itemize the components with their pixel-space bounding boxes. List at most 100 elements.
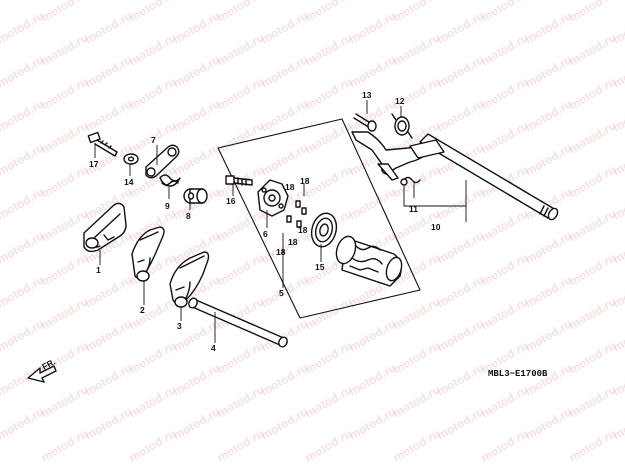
watermark-text: motod.ru (567, 426, 619, 464)
front-direction-arrow (27, 365, 57, 383)
watermark-text: motod.ru (347, 52, 399, 90)
watermark-text: motod.ru (0, 140, 47, 178)
watermark-text: motod.ru (435, 404, 487, 442)
callout-8: 8 (186, 211, 191, 221)
watermark-text: motod.ru (567, 338, 619, 376)
callout-9: 9 (165, 201, 170, 211)
watermark-text: motod.ru (0, 96, 47, 134)
watermark-text: motod.ru (39, 118, 91, 156)
watermark-text: motod.ru (83, 8, 135, 46)
watermark-text: motod.ru (391, 382, 443, 420)
watermark-text: motod.ru (215, 118, 267, 156)
watermark-text: motod.ru (215, 382, 267, 420)
watermark-text: motod.ru (567, 294, 619, 332)
watermark-text: motod.ru (39, 74, 91, 112)
watermark-text: motod.ru (523, 360, 575, 398)
watermark-text: motod.ru (391, 426, 443, 464)
watermark-text: motod.ru (83, 272, 135, 310)
watermark-text: motod.ru (0, 184, 47, 222)
watermark-text: motod.ru (435, 184, 487, 222)
watermark-text: motod.ru (611, 0, 625, 3)
part-1-shift-fork (83, 202, 127, 253)
watermark-text: motod.ru (435, 316, 487, 354)
callout-15: 15 (315, 262, 325, 272)
watermark-text: motod.ru (259, 140, 311, 178)
part-6-drum-center (257, 179, 289, 217)
watermark-text: motod.ru (523, 228, 575, 266)
watermark-text: motod.ru (479, 382, 531, 420)
watermark-text: motod.ru (0, 8, 47, 46)
watermark-text: motod.ru (479, 0, 531, 25)
part-10-shift-shaft (409, 133, 559, 221)
watermark-text: motod.ru (215, 0, 267, 25)
watermark-text: motod.ru (83, 52, 135, 90)
watermark-text: motod.ru (39, 206, 91, 244)
watermark-text: motod.ru (0, 228, 47, 266)
watermark-text: motod.ru (39, 382, 91, 420)
watermark-text: motod.ru (259, 0, 311, 3)
watermark-text: motod.ru (303, 426, 355, 464)
callout-13: 13 (362, 90, 372, 100)
watermark-text: motod.ru (259, 360, 311, 398)
watermark-text: motod.ru (215, 250, 267, 288)
callout-18e: 18 (276, 247, 286, 257)
watermark-text: motod.ru (391, 74, 443, 112)
watermark-text: motod.ru (39, 30, 91, 68)
watermark-text: motod.ru (0, 0, 47, 3)
shift-drum (335, 235, 403, 287)
watermark-text: motod.ru (303, 30, 355, 68)
part-5-assembly-box (217, 118, 421, 319)
watermark-text: motod.ru (83, 316, 135, 354)
watermark-text: motod.ru (127, 382, 179, 420)
watermark-text: motod.ru (523, 316, 575, 354)
callout-12: 12 (395, 96, 405, 106)
watermark-text: motod.ru (171, 404, 223, 442)
watermark-text: motod.ru (347, 360, 399, 398)
watermark-text: motod.ru (391, 338, 443, 376)
watermark-text: motod.ru (479, 30, 531, 68)
watermark-text: motod.ru (127, 426, 179, 464)
watermark-text: motod.ru (127, 0, 179, 25)
callout-3: 3 (177, 321, 182, 331)
watermark-text: motod.ru (215, 338, 267, 376)
part-13-pin (353, 113, 377, 132)
watermark-text: motod.ru (523, 140, 575, 178)
watermark-text: motod.ru (303, 382, 355, 420)
watermark-text: motod.ru (0, 404, 47, 442)
watermark-text: motod.ru (523, 96, 575, 134)
watermark-text: motod.ru (347, 0, 399, 3)
part-3-shift-fork (169, 251, 210, 308)
watermark-text: motod.ru (347, 404, 399, 442)
part-16-bolt (225, 175, 253, 186)
callout-5: 5 (279, 288, 284, 298)
watermark-text: motod.ru (83, 360, 135, 398)
part-18-pins (286, 200, 307, 228)
watermark-text: motod.ru (171, 360, 223, 398)
watermark-text: motod.ru (435, 228, 487, 266)
watermark-text: motod.ru (567, 162, 619, 200)
watermark-text: motod.ru (303, 294, 355, 332)
watermark-text: motod.ru (215, 206, 267, 244)
watermark-text: motod.ru (171, 96, 223, 134)
watermark-text: motod.ru (259, 404, 311, 442)
watermark-text: motod.ru (39, 294, 91, 332)
watermark-text: motod.ru (347, 184, 399, 222)
watermark-text: motod.ru (479, 250, 531, 288)
watermark-text: motod.ru (127, 294, 179, 332)
watermark-text: motod.ru (215, 74, 267, 112)
watermark-text: motod.ru (303, 118, 355, 156)
watermark-text: motod.ru (435, 272, 487, 310)
watermark-text: motod.ru (523, 404, 575, 442)
callout-18d: 18 (288, 237, 298, 247)
part-11-shift-arm (351, 131, 431, 186)
watermark-text: motod.ru (435, 0, 487, 3)
diagram-code: MBL3−E1700B (488, 369, 548, 379)
watermark-text: motod.ru (479, 426, 531, 464)
watermark-text: motod.ru (215, 426, 267, 464)
part-7-stopper-arm (145, 144, 180, 179)
callout-1: 1 (96, 265, 101, 275)
watermark-text: motod.ru (391, 294, 443, 332)
watermark-text: motod.ru (215, 30, 267, 68)
watermark-text: motod.ru (435, 96, 487, 134)
